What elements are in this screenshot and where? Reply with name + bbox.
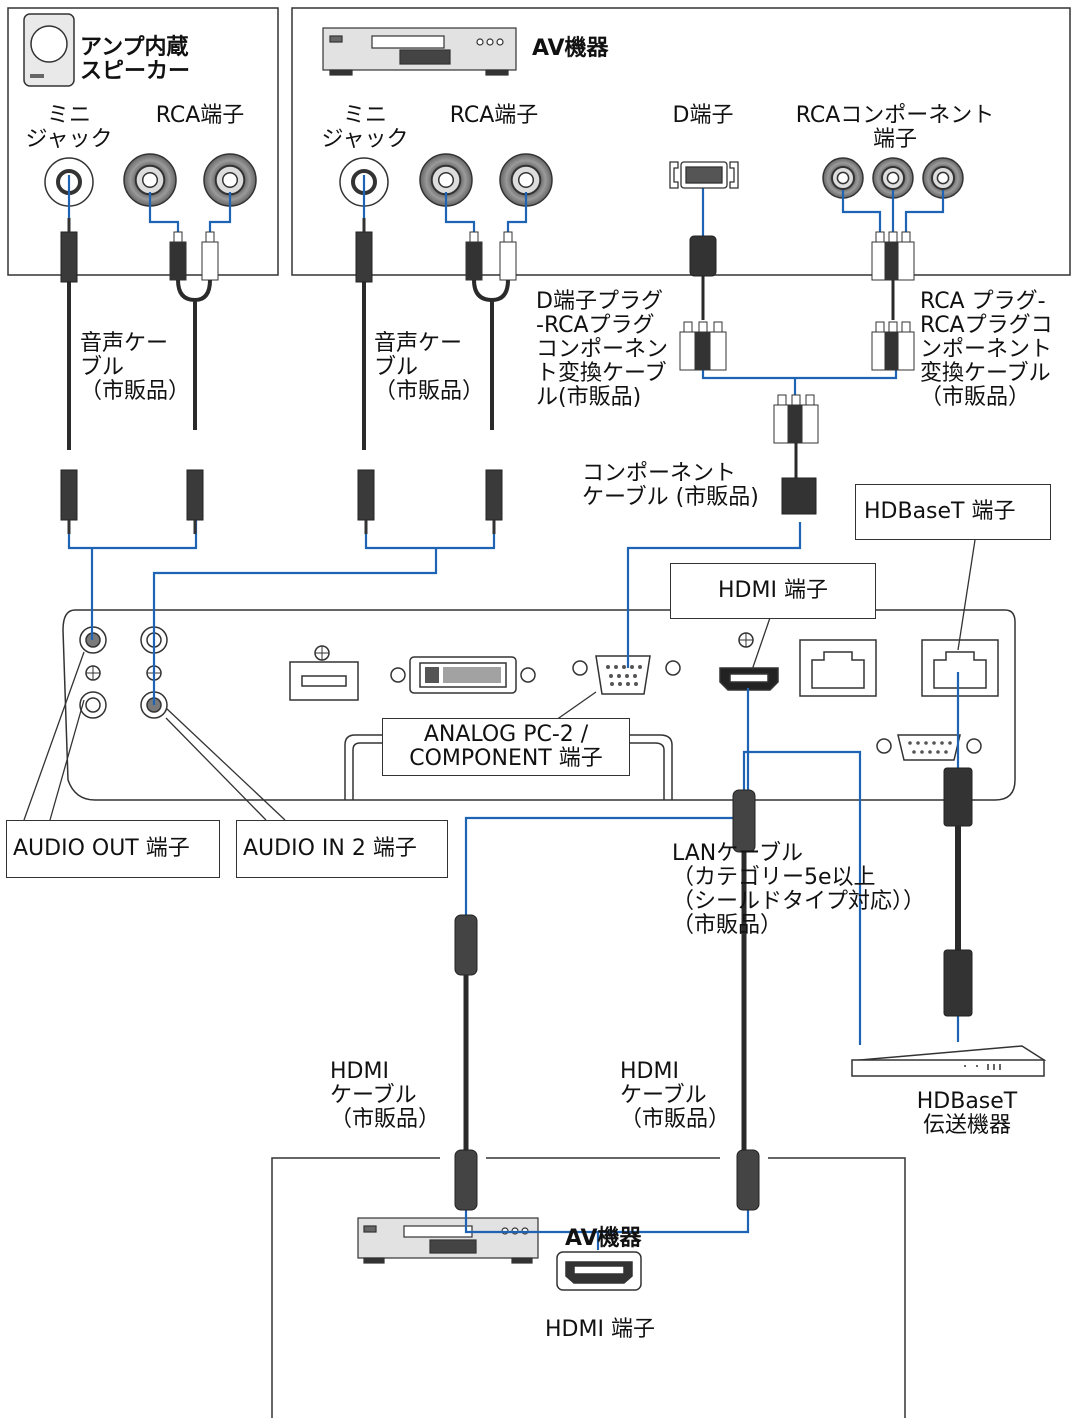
- component-cable-label: コンポーネント ケーブル (市販品): [582, 461, 759, 510]
- rca-conversion-cable-label: RCA プラグ- RCAプラグコ ンポーネント 変換ケーブル （市販品）: [920, 289, 1053, 410]
- av-rca-mini-plug: [485, 469, 503, 534]
- d-conversion-cable-label: D端子プラグ -RCAプラグ コンポーネン ト変換ケーブ ル(市販品): [536, 289, 669, 410]
- audio-out-terminal-label: AUDIO OUT 端子: [6, 820, 220, 878]
- speaker-rca-mini-plug: [186, 469, 204, 534]
- hdmi-cable2-plug-bottom: [736, 1149, 760, 1211]
- av-audio-cable-label: 音声ケー ブル （市販品）: [374, 331, 485, 404]
- speaker-rca-jack-l: [123, 153, 177, 207]
- speaker-rca-jack-r: [203, 153, 257, 207]
- hdmi-cable-1-label: HDMI ケーブル （市販品）: [330, 1059, 441, 1132]
- speaker-audio-cable-label: 音声ケー ブル （市販品）: [80, 331, 191, 404]
- hdmi-cable1-plug-bottom: [454, 1149, 478, 1211]
- hdmi-terminal-label: HDMI 端子: [670, 563, 876, 619]
- d-conv-rca-y: [679, 321, 697, 371]
- av-top-rca-label: RCA端子: [449, 103, 539, 128]
- av-top-title: AV機器: [532, 36, 609, 61]
- hdmi-cable1-plug-top: [454, 914, 478, 976]
- av-bottom-hdmi-terminal-label: HDMI 端子: [545, 1317, 655, 1342]
- speaker-rca-plug-l: [169, 231, 187, 281]
- speaker-panel: [7, 7, 279, 276]
- d-conv-rca-pb: [694, 321, 712, 371]
- hdmi-cable-2-label: HDMI ケーブル （市販品）: [620, 1059, 731, 1132]
- rca-component-label: RCAコンポーネント 端子: [795, 103, 995, 152]
- hdbaset-device-label: HDBaseT 伝送機器: [916, 1089, 1018, 1138]
- rca-conv-rca-pb: [884, 321, 902, 371]
- rca-conv-plug-b: [884, 231, 902, 281]
- analog-pc2-component-label: ANALOG PC-2 / COMPONENT 端子: [382, 718, 630, 776]
- component-vga-plug: [781, 477, 817, 515]
- lan-plug-bottom: [943, 949, 973, 1017]
- pointer-lines: [23, 539, 976, 821]
- d-terminal-plug: [689, 235, 717, 277]
- d-terminal-label: D端子: [672, 103, 734, 128]
- rca-component-jack-y: [822, 157, 864, 199]
- speaker-mini-jack-label: ミニ ジャック: [25, 103, 113, 152]
- av-mini-plug-bottom: [357, 469, 375, 534]
- av-device-icon-bottom: [357, 1217, 539, 1264]
- speaker-mini-plug-top: [60, 218, 78, 283]
- rca-component-jack-pr: [922, 157, 964, 199]
- component-rca-pb: [787, 394, 805, 444]
- hdbaset-transmitter-icon: [851, 1045, 1047, 1077]
- av-rca-plug-r: [499, 231, 517, 281]
- hdbaset-terminal-label: HDBaseT 端子: [855, 484, 1051, 540]
- d-terminal-icon: [669, 161, 739, 189]
- av-device-icon-top: [322, 27, 517, 76]
- av-bottom-panel: [271, 1157, 906, 1418]
- lan-plug-top: [943, 767, 973, 827]
- signal-wires: [67, 175, 960, 1250]
- speaker-rca-label: RCA端子: [155, 103, 245, 128]
- av-rca-merge: [472, 279, 510, 303]
- lan-cable-label: LANケーブル （カテゴリー5e以上 （シールドタイプ対応）） （市販品）: [672, 841, 926, 938]
- speaker-title: アンプ内蔵 スピーカー: [80, 35, 191, 84]
- speaker-icon: [23, 13, 75, 87]
- d-conv-rca-pr: [709, 321, 727, 371]
- av-top-rca-jack-l: [419, 153, 473, 207]
- hdmi-terminal-bottom-icon: [556, 1251, 642, 1291]
- rca-conv-plug-c: [897, 231, 915, 281]
- av-mini-plug-top: [355, 218, 373, 283]
- serial-port: [897, 734, 961, 761]
- speaker-rca-plug-r: [201, 231, 219, 281]
- audio-in2-terminal-label: AUDIO IN 2 端子: [236, 820, 448, 878]
- rca-conv-rca-pr: [897, 321, 915, 371]
- rca-component-jack-pb: [872, 157, 914, 199]
- av-bottom-title: AV機器: [565, 1226, 642, 1251]
- speaker-rca-merge: [176, 279, 212, 303]
- speaker-mini-plug-bottom: [60, 469, 78, 534]
- component-rca-y: [773, 394, 791, 444]
- analog-pc2-port: [595, 655, 651, 695]
- av-top-mini-jack-label: ミニ ジャック: [321, 103, 409, 152]
- av-top-panel: [291, 7, 1071, 276]
- av-rca-plug-l: [465, 231, 483, 281]
- component-rca-pr: [801, 394, 819, 444]
